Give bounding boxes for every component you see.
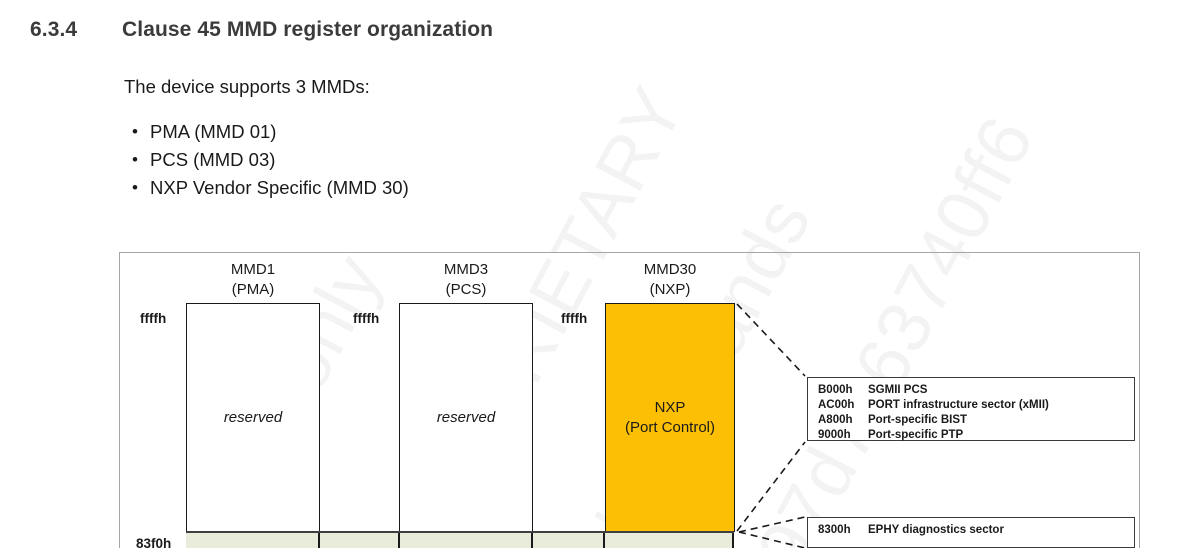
mmd1-title-line1: MMD1: [230, 261, 276, 278]
shared-sector-band: [186, 531, 734, 548]
callout-address: 9000h: [818, 429, 851, 441]
mmd3-title: MMD3 (PCS): [399, 260, 533, 300]
mmd3-body-label: reserved: [436, 408, 496, 426]
callout-description: Port-specific BIST: [868, 414, 968, 426]
page-heading: 6.3.4 Clause 45 MMD register organization: [30, 18, 493, 42]
band-divider-5: [732, 533, 734, 548]
table-row: 9000h Port-specific PTP: [808, 428, 1134, 443]
table-row: AC00h PORT infrastructure sector (xMII): [808, 398, 1134, 413]
mmd1-title: MMD1 (PMA): [186, 260, 320, 300]
callout-address: AC00h: [818, 399, 855, 411]
heading-section-number: 6.3.4: [30, 18, 78, 41]
band-divider-1: [318, 533, 320, 548]
mmd1-box: reserved: [186, 303, 320, 532]
mmd30-body-label-line2: (Port Control): [624, 418, 716, 436]
band-divider-2: [398, 533, 400, 548]
mmd30-title: MMD30 (NXP): [605, 260, 735, 300]
mmd30-title-line1: MMD30: [643, 261, 697, 278]
mmd1-top-address: ffffh: [140, 311, 167, 326]
callout-bottom-box: 8300h EPHY diagnostics sector: [807, 517, 1135, 548]
figure-frame: [119, 252, 1140, 548]
mmd-bullet-list: PMA (MMD 01) PCS (MMD 03) NXP Vendor Spe…: [124, 118, 409, 202]
heading-section-title: Clause 45 MMD register organization: [122, 18, 494, 41]
intro-paragraph: The device supports 3 MMDs:: [124, 76, 370, 97]
callout-description: SGMII PCS: [868, 384, 928, 396]
band-divider-4: [603, 533, 605, 548]
list-item: NXP Vendor Specific (MMD 30): [124, 174, 409, 202]
mmd3-top-address: ffffh: [353, 311, 380, 326]
callout-description: EPHY diagnostics sector: [868, 524, 1004, 536]
mmd1-body-label: reserved: [223, 408, 283, 426]
callout-description: Port-specific PTP: [868, 429, 964, 441]
mmd30-body-label: NXP (Port Control): [606, 398, 734, 438]
table-row: A800h Port-specific BIST: [808, 413, 1134, 428]
mmd3-title-line2: (PCS): [445, 281, 487, 298]
mmd3-title-line1: MMD3: [443, 261, 489, 278]
table-row: B000h SGMII PCS: [808, 383, 1134, 398]
mmd3-box: reserved: [399, 303, 533, 532]
bottom-address-label: 83f0h: [136, 536, 172, 551]
band-divider-3: [531, 533, 533, 548]
callout-address: 8300h: [818, 524, 851, 536]
callout-description: PORT infrastructure sector (xMII): [868, 399, 1049, 411]
callout-address: B000h: [818, 384, 853, 396]
list-item: PCS (MMD 03): [124, 146, 409, 174]
callout-address: A800h: [818, 414, 853, 426]
callout-top-box: B000h SGMII PCS AC00h PORT infrastructur…: [807, 377, 1135, 441]
mmd1-title-line2: (PMA): [231, 281, 275, 298]
list-item: PMA (MMD 01): [124, 118, 409, 146]
mmd30-box: NXP (Port Control): [605, 303, 735, 532]
mmd30-title-line2: (NXP): [649, 281, 691, 298]
table-row: 8300h EPHY diagnostics sector: [808, 523, 1134, 538]
mmd30-body-label-line1: NXP: [654, 398, 686, 416]
mmd30-top-address: ffffh: [561, 311, 588, 326]
